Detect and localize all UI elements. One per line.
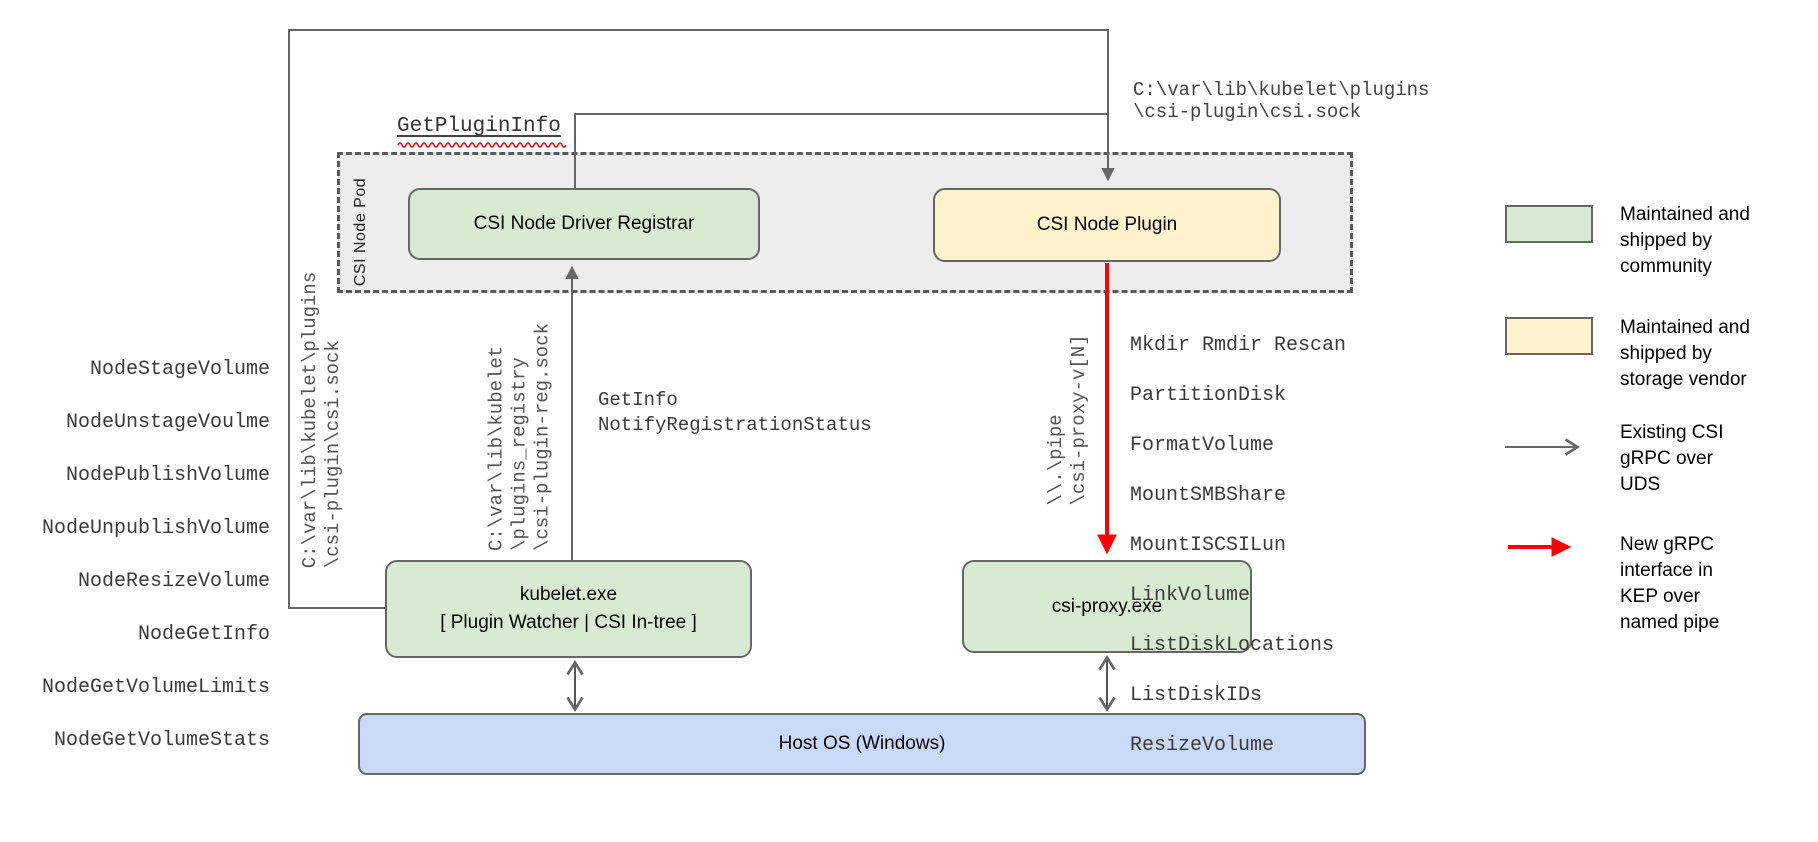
node-api-item: NodeGetVolumeLimits [41, 675, 270, 699]
proxy-api-item: Mkdir Rmdir Rescan [1130, 334, 1347, 357]
proxy-api-item: LinkVolume [1130, 584, 1251, 607]
registration-calls-label: GetInfo NotifyRegistrationStatus [598, 389, 872, 436]
csi-sock-vertical-label: C:\var\lib\kubelet\plugins \csi-plugin\c… [299, 271, 344, 569]
csi-sock-path-label: C:\var\lib\kubelet\plugins \csi-plugin\c… [1133, 79, 1430, 123]
kubelet-box: kubelet.exe [ Plugin Watcher | CSI In-tr… [385, 560, 752, 658]
csi-node-plugin-box: CSI Node Plugin [933, 188, 1281, 262]
registrar-label: CSI Node Driver Registrar [473, 213, 695, 234]
csi-node-pod-label: CSI Node Pod [352, 177, 369, 287]
node-api-item: NodePublishVolume [65, 463, 270, 487]
legend-community-text: Maintained and shipped by community [1620, 204, 1750, 277]
legend-vendor-text: Maintained and shipped by storage vendor [1620, 317, 1750, 390]
node-api-item: NodeGetInfo [137, 622, 270, 646]
legend-community-swatch [1505, 205, 1593, 243]
legend-new-grpc-text: New gRPC interface in KEP over named pip… [1620, 534, 1720, 633]
proxy-api-item: ListDiskIDs [1130, 684, 1263, 707]
node-api-item: NodeUnpublishVolume [41, 516, 270, 540]
legend-existing-grpc-text: Existing CSI gRPC over UDS [1620, 422, 1724, 495]
proxy-api-item: ListDiskLocations [1130, 634, 1335, 657]
proxy-api-item: ResizeVolume [1130, 734, 1275, 757]
named-pipe-vertical-label: \\.\pipe \csi-proxy-v[N] [1045, 334, 1090, 506]
registration-sock-vertical-label: C:\var\lib\kubelet \plugins_registry \cs… [485, 322, 554, 552]
proxy-api-item: MountISCSILun [1130, 534, 1287, 557]
host-os-box: Host OS (Windows) [358, 713, 1366, 775]
getplugininfo-label: GetPluginInfo [397, 115, 561, 138]
node-api-item: NodeResizeVolume [77, 569, 270, 593]
csi-proxy-label: csi-proxy.exe [1051, 595, 1163, 617]
kubelet-label-line2: [ Plugin Watcher | CSI In-tree ] [440, 612, 697, 633]
node-api-item: NodeGetVolumeStats [53, 728, 270, 752]
node-api-list: NodeStageVolume NodeUnstageVoulme NodePu… [28, 330, 270, 781]
legend-vendor-swatch [1505, 317, 1593, 355]
proxy-api-item: MountSMBShare [1130, 484, 1287, 507]
proxy-api-list: Mkdir Rmdir Rescan PartitionDisk FormatV… [1130, 308, 1430, 783]
csi-proxy-box: csi-proxy.exe [962, 560, 1252, 653]
red-squiggle-underline-icon [397, 142, 567, 148]
proxy-api-item: FormatVolume [1130, 434, 1275, 457]
registrar-getplugininfo-line [574, 113, 1108, 188]
proxy-api-item: PartitionDisk [1130, 384, 1287, 407]
csi-node-driver-registrar-box: CSI Node Driver Registrar [408, 188, 760, 260]
kubelet-to-plugin-uds-line [288, 29, 1115, 609]
node-api-item: NodeStageVolume [89, 357, 270, 381]
kubelet-label-line1: kubelet.exe [519, 584, 618, 605]
host-os-label: Host OS (Windows) [778, 733, 946, 754]
node-api-item: NodeUnstageVoulme [65, 410, 270, 434]
plugin-label: CSI Node Plugin [1036, 214, 1178, 235]
